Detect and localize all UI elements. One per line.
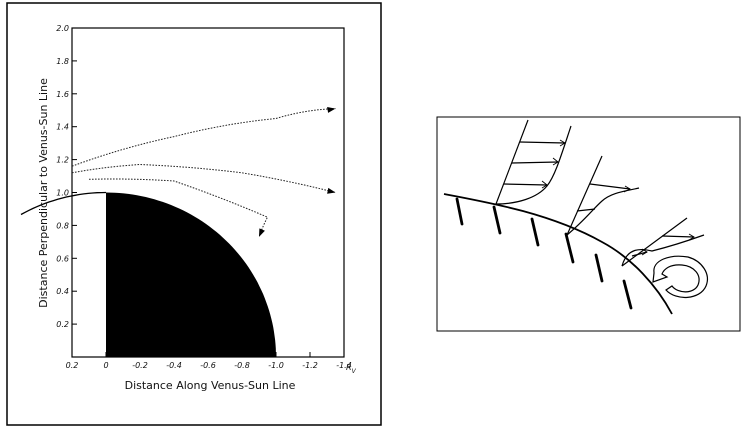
x-tick-label: -1.2 xyxy=(302,361,318,370)
y-tick-label: 0.2 xyxy=(56,320,69,329)
x-tick-label: 0 xyxy=(103,361,108,370)
y-tick-labels: 0.2 0.4 0.6 0.8 1.0 1.2 1.4 1.6 1.8 2.0 xyxy=(56,24,69,329)
wall-hatching xyxy=(455,197,633,310)
flow-profile-diagram xyxy=(436,116,741,332)
y-tick-label: 1.8 xyxy=(56,57,69,66)
y-axis-title: Distance Perpendicular to Venus-Sun Line xyxy=(37,78,50,308)
x-tick-label: -0.2 xyxy=(132,361,148,370)
y-tick-label: 1.4 xyxy=(56,123,69,132)
flow-arrowhead-1 xyxy=(327,107,336,113)
velocity-profile-3 xyxy=(621,217,705,267)
y-tick-label: 0.6 xyxy=(56,254,69,263)
flow-profile-diagram-panel xyxy=(432,116,741,334)
planet-outline xyxy=(20,191,107,216)
x-tick-label: -0.4 xyxy=(166,361,182,370)
planet-body xyxy=(106,192,276,357)
velocity-profile-1 xyxy=(495,119,572,205)
x-tick-label: -1.0 xyxy=(268,361,284,370)
flow-arrowhead-3 xyxy=(259,228,265,237)
x-axis-title: Distance Along Venus-Sun Line xyxy=(125,379,296,392)
y-tick-label: 0.4 xyxy=(56,287,69,296)
x-tick-label: -0.6 xyxy=(200,361,216,370)
flow-arrowhead-2 xyxy=(327,187,336,194)
flow-line-2 xyxy=(71,163,336,193)
flow-lines xyxy=(71,107,336,238)
y-tick-label: 1.2 xyxy=(56,156,69,165)
y-tick-label: 1.6 xyxy=(56,90,69,99)
x-tick-label: -1.4 xyxy=(336,361,352,370)
wall-surface xyxy=(443,193,673,315)
flow-line-3 xyxy=(88,178,269,238)
profile-arrowheads xyxy=(541,139,695,256)
recirculation-arrow-icon xyxy=(652,255,708,298)
x-unit-label: RV xyxy=(346,363,357,375)
axis-ticks xyxy=(71,27,345,357)
y-tick-label: 2.0 xyxy=(56,24,69,33)
y-tick-label: 0.8 xyxy=(56,221,69,230)
y-tick-label: 1.0 xyxy=(56,189,69,198)
x-tick-labels: 0.2 0 -0.2 -0.4 -0.6 -0.8 -1.0 -1.2 -1.4 xyxy=(66,361,352,370)
x-tick-label: 0.2 xyxy=(66,361,79,370)
diagram-frame xyxy=(436,116,741,332)
flow-line-1 xyxy=(71,108,336,167)
x-tick-label: -0.8 xyxy=(234,361,250,370)
